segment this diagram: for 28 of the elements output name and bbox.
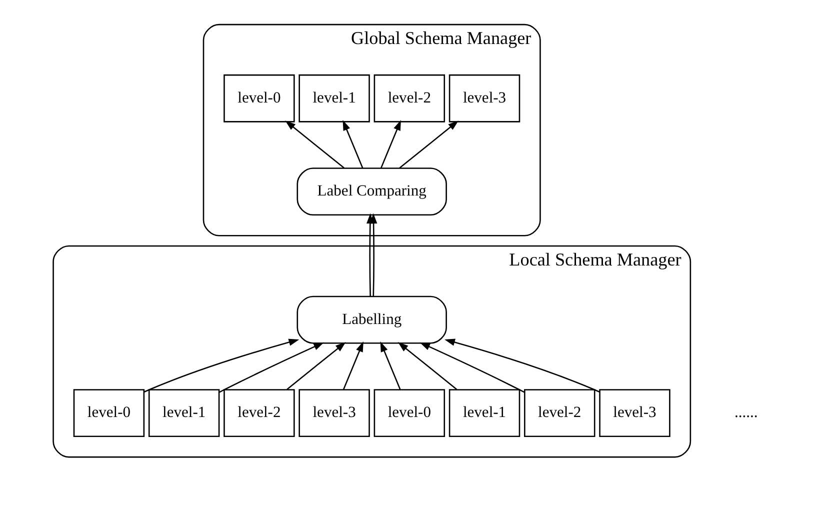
arrow — [444, 338, 600, 392]
node-box: Label Comparing — [296, 167, 447, 216]
arrow — [342, 119, 364, 168]
arrow — [342, 340, 364, 390]
node-box: level-2 — [524, 388, 596, 436]
node-box: level-0 — [224, 74, 295, 122]
node-box: level-3 — [599, 388, 670, 436]
arrow — [380, 340, 401, 390]
node-box: level-0 — [374, 388, 446, 436]
node-box: level-2 — [224, 388, 295, 436]
arrow — [399, 120, 459, 168]
arrow — [286, 342, 346, 390]
node-box: level-1 — [298, 74, 370, 122]
node-box: level-3 — [298, 388, 370, 436]
arrow — [420, 342, 525, 392]
arrow — [144, 338, 300, 392]
node-box: level-1 — [448, 388, 520, 436]
node-box: Labelling — [296, 295, 447, 344]
node-box: level-2 — [374, 74, 446, 122]
arrow — [398, 342, 458, 390]
arrow — [285, 120, 344, 168]
node-box: level-1 — [148, 388, 220, 436]
arrow — [370, 212, 378, 296]
label: ...... — [734, 404, 758, 421]
arrow — [380, 119, 401, 168]
node-box: level-0 — [73, 388, 145, 436]
node-box: level-3 — [448, 74, 520, 122]
arrow — [219, 342, 324, 392]
